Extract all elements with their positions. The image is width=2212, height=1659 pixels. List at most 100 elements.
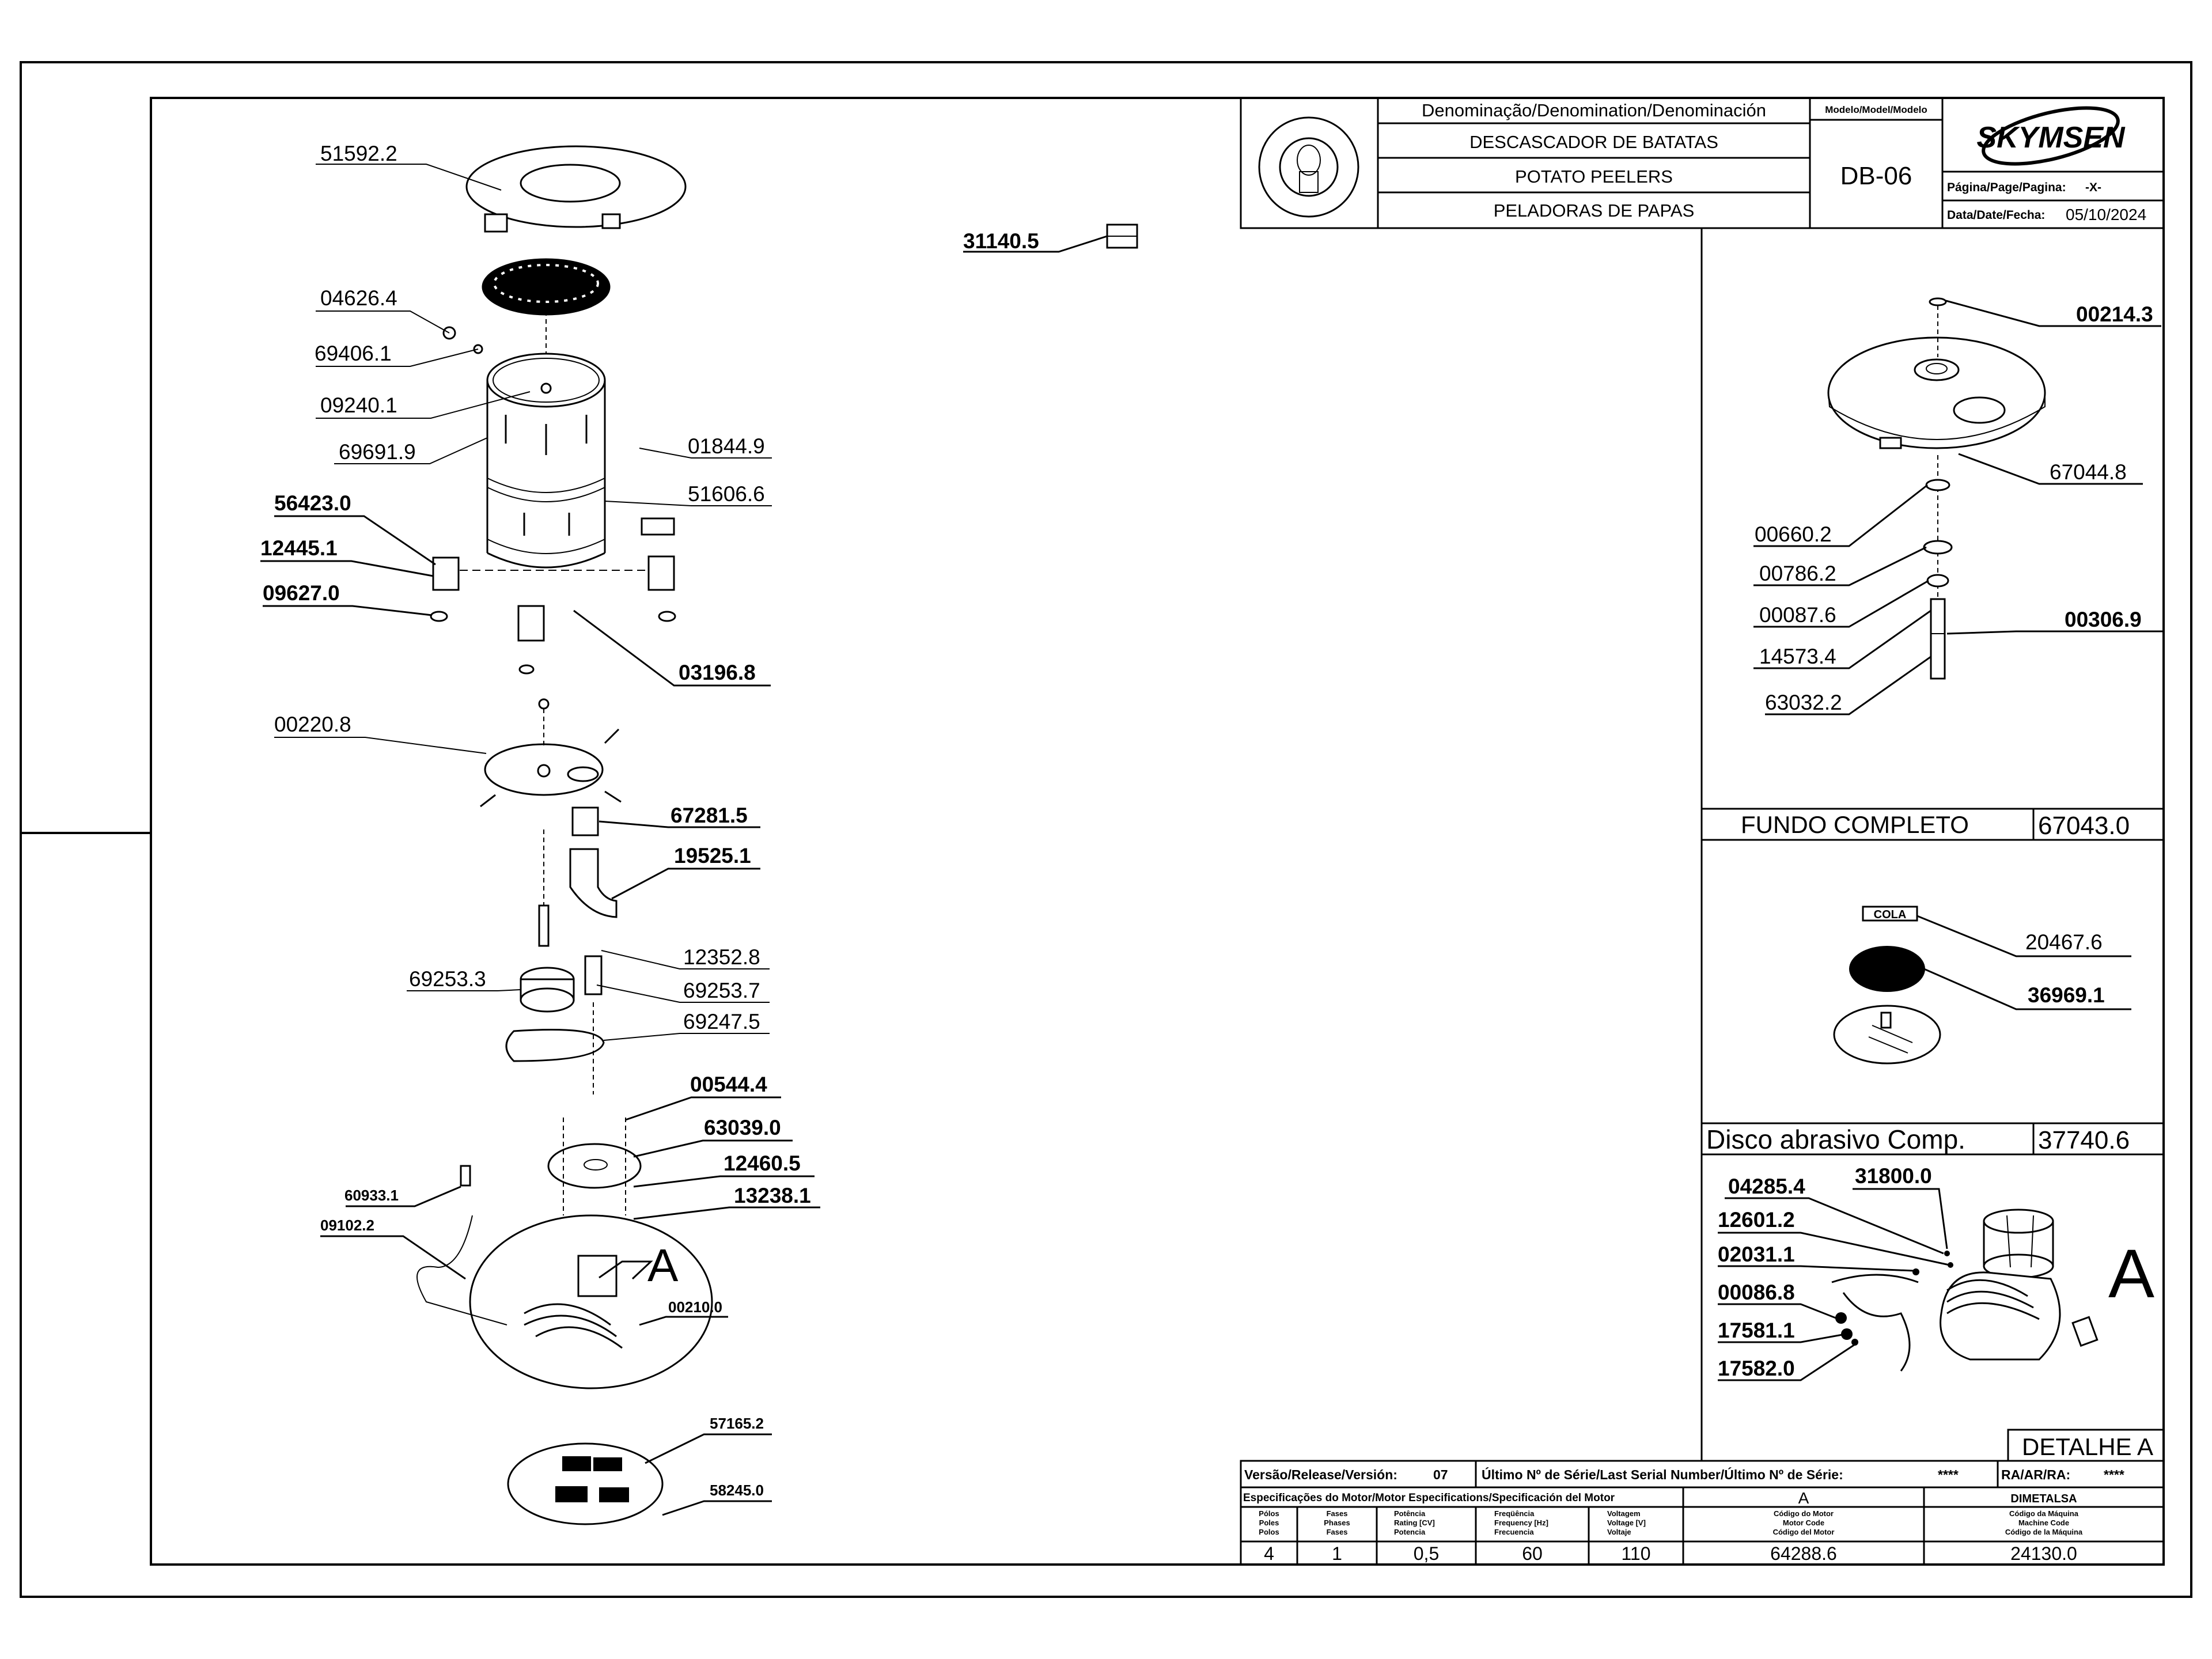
disco-title: Disco abrasivo Comp. (1706, 1124, 1965, 1154)
label-00660-2: 00660.2 (1755, 522, 1832, 546)
drive-belt (505, 1029, 605, 1062)
label-20467-6: 20467.6 (2025, 930, 2103, 954)
label-58245-0: 58245.0 (710, 1482, 764, 1499)
detalhe-title: DETALHE A (2022, 1433, 2153, 1460)
label-36969-1: 36969.1 (2028, 983, 2105, 1007)
serial-value: **** (1938, 1467, 1959, 1482)
label-00214-3: 00214.3 (2076, 302, 2153, 326)
label-51592-2: 51592.2 (320, 142, 397, 165)
svg-text:Potencia: Potencia (1394, 1528, 1426, 1536)
col-header-motor-code: Código do Motor Motor Code Código del Mo… (1773, 1509, 1835, 1536)
svg-text:Pólos: Pólos (1259, 1509, 1279, 1518)
model-header: Modelo/Model/Modelo (1825, 104, 1927, 115)
label-60933-1: 60933.1 (344, 1187, 399, 1204)
col-header-frequency: Freqüência Frequency [Hz] Frecuencia (1494, 1509, 1548, 1536)
label-69253-3: 69253.3 (409, 967, 486, 991)
motor-code-letter: A (1798, 1489, 1809, 1507)
date-label: Data/Date/Fecha: (1947, 209, 2045, 222)
label-09627-0: 09627.0 (263, 581, 340, 605)
main-exploded-view (416, 145, 1138, 1525)
label-69406-1: 69406.1 (315, 342, 392, 365)
label-31140-5: 31140.5 (963, 229, 1039, 253)
label-12601-2: 12601.2 (1718, 1208, 1795, 1232)
svg-text:Phases: Phases (1324, 1518, 1350, 1527)
value-frequency: 60 (1522, 1543, 1543, 1564)
svg-text:Fases: Fases (1327, 1509, 1348, 1518)
fundo-title: FUNDO COMPLETO (1741, 811, 1969, 838)
date-value: 05/10/2024 (2066, 206, 2146, 224)
svg-text:Código do Motor: Código do Motor (1774, 1509, 1834, 1518)
motor-housing (469, 1214, 713, 1389)
value-poles: 4 (1264, 1543, 1274, 1564)
svg-text:Voltage [V]: Voltage [V] (1607, 1518, 1646, 1527)
motor-plate (547, 1143, 642, 1189)
value-voltage: 110 (1621, 1543, 1650, 1564)
col-header-machine-code: Código da Máquina Machine Code Código de… (2005, 1509, 2083, 1536)
value-rating: 0,5 (1414, 1543, 1439, 1564)
footer-table: Versão/Release/Versión: 07 Último Nº de … (1240, 1460, 2165, 1566)
label-67281-5: 67281.5 (671, 804, 748, 827)
drawing-border (150, 97, 2165, 1566)
fundo-code: 67043.0 (2038, 812, 2130, 840)
svg-text:Código del Motor: Código del Motor (1773, 1528, 1835, 1536)
skymsen-logo: SKYMSEN (1976, 106, 2126, 166)
serial-label: Último Nº de Série/Last Serial Number/Úl… (1482, 1467, 1843, 1482)
main-part-labels: 51592.2 31140.5 04626.4 69406.1 09240.1 … (260, 142, 1039, 1499)
ra-label: RA/AR/RA: (2001, 1467, 2070, 1482)
label-09240-1: 09240.1 (320, 393, 397, 417)
label-13238-1: 13238.1 (734, 1184, 811, 1207)
motor-supplier: DIMETALSA (2010, 1493, 2077, 1505)
svg-text:Rating [CV]: Rating [CV] (1394, 1518, 1435, 1527)
col-header-rating: Potência Rating [CV] Potencia (1394, 1509, 1435, 1536)
label-00786-2: 00786.2 (1759, 562, 1836, 585)
disco-code: 37740.6 (2038, 1126, 2130, 1154)
label-00210-0: 00210.0 (668, 1298, 722, 1316)
svg-text:Potência: Potência (1394, 1509, 1426, 1518)
disco-abrasivo-view: COLA 20467.6 36969.1 Disco abrasivo Comp… (1702, 906, 2164, 1156)
product-name-es: PELADORAS DE PAPAS (1494, 200, 1695, 221)
version-label: Versão/Release/Versión: (1244, 1467, 1397, 1482)
ra-value: **** (2104, 1467, 2124, 1482)
detalhe-a-view: A 04285.4 31800.0 12601.2 02031.1 00086.… (1718, 1164, 2164, 1461)
label-02031-1: 02031.1 (1718, 1243, 1795, 1266)
value-phases: 1 (1332, 1543, 1342, 1564)
label-14573-4: 14573.4 (1759, 645, 1836, 668)
col-header-poles: Pólos Poles Polos (1259, 1509, 1279, 1536)
label-00086-8: 00086.8 (1718, 1281, 1795, 1304)
label-17581-1: 17581.1 (1718, 1319, 1795, 1342)
label-51606-6: 51606.6 (688, 482, 765, 506)
cola-box (1862, 906, 1918, 922)
label-03196-8: 03196.8 (679, 661, 756, 684)
page-label: Página/Page/Pagina: (1947, 181, 2066, 194)
label-12352-8: 12352.8 (683, 945, 760, 969)
product-name-en: POTATO PEELERS (1515, 166, 1673, 187)
label-01844-9: 01844.9 (688, 434, 765, 458)
label-04285-4: 04285.4 (1728, 1175, 1805, 1198)
label-67044-8: 67044.8 (2050, 460, 2127, 484)
value-motor-code: 64288.6 (1770, 1543, 1837, 1564)
label-69253-7: 69253.7 (683, 979, 760, 1002)
label-69247-5: 69247.5 (683, 1010, 760, 1033)
label-56423-0: 56423.0 (274, 491, 351, 515)
label-57165-2: 57165.2 (710, 1415, 764, 1432)
label-69691-9: 69691.9 (339, 440, 416, 464)
abrasive-mesh-disc (482, 258, 611, 316)
version-value: 07 (1433, 1467, 1448, 1482)
brand-name: SKYMSEN (1976, 121, 2126, 154)
label-09102-2: 09102.2 (320, 1217, 374, 1234)
svg-text:Poles: Poles (1259, 1518, 1279, 1527)
product-name-pt: DESCASCADOR DE BATATAS (1469, 132, 1718, 152)
sheet-frame (20, 61, 2192, 1598)
svg-text:Motor Code: Motor Code (1783, 1518, 1824, 1527)
svg-text:Frequency [Hz]: Frequency [Hz] (1494, 1518, 1548, 1527)
title-block: Denominação/Denomination/Denominación DE… (1240, 97, 2165, 229)
svg-text:Código de la Máquina: Código de la Máquina (2005, 1528, 2083, 1536)
col-header-phases: Fases Phases Fases (1324, 1509, 1350, 1536)
svg-text:Frecuencia: Frecuencia (1494, 1528, 1534, 1536)
label-63039-0: 63039.0 (704, 1116, 781, 1139)
main-leader-lines (260, 164, 1108, 1516)
label-12445-1: 12445.1 (260, 536, 338, 560)
label-00306-9: 00306.9 (2065, 608, 2142, 631)
bottom-plate (507, 1442, 664, 1525)
authorized-service-seal (1258, 116, 1359, 218)
